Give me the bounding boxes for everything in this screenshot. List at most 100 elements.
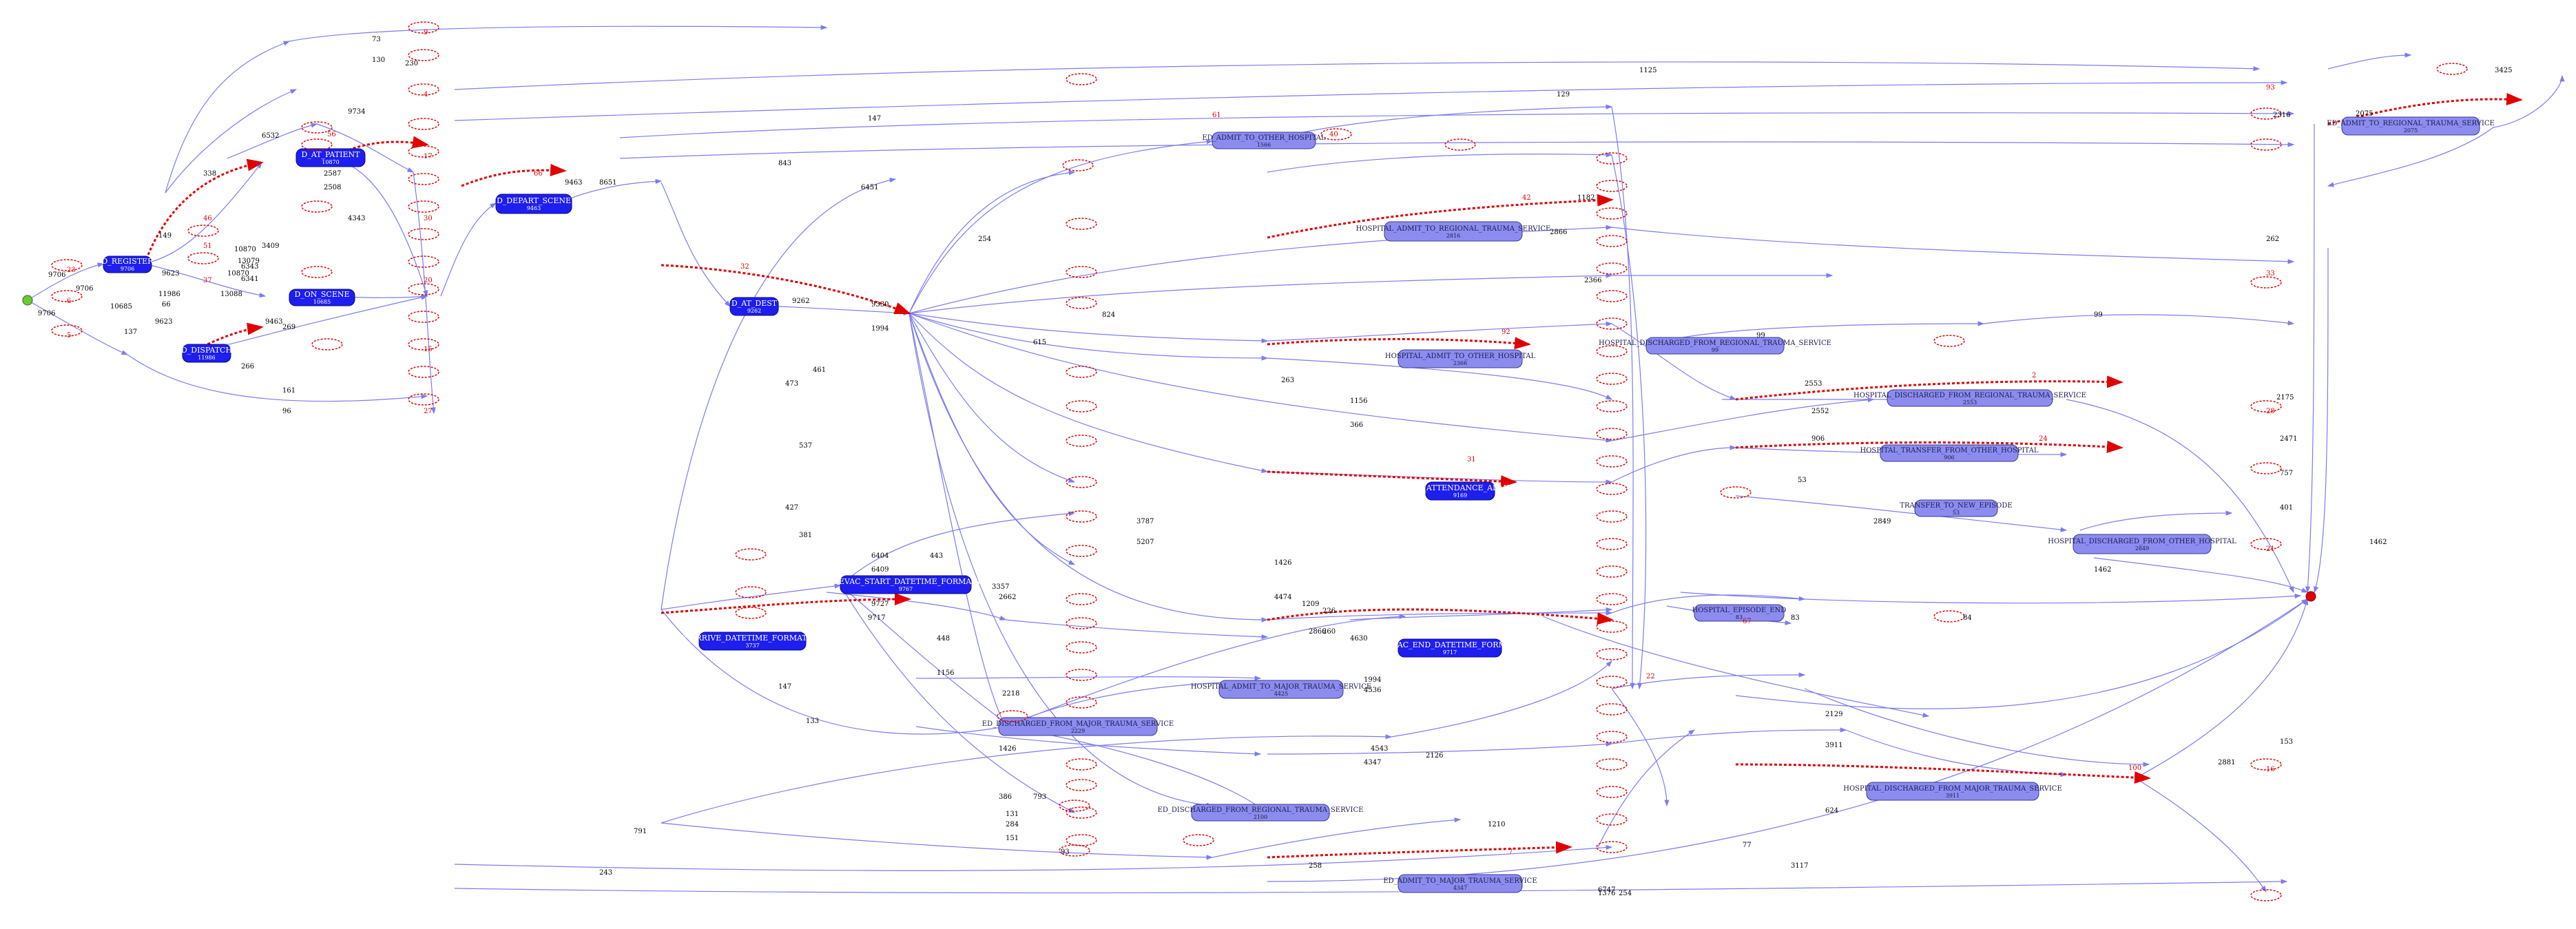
edge-count-label: 2175 (2276, 394, 2294, 401)
edge-count-label: 4347 (1364, 759, 1381, 766)
node-hospital-discharged-from-regional-trauma-service[interactable]: HOSPITAL_DISCHARGED_FROM_REGIONAL_TRAUMA… (1853, 389, 2086, 407)
node-count: 9262 (747, 308, 761, 314)
edge-count-label: 1462 (2094, 566, 2111, 574)
node-label: HOSPITAL_DISCHARGED_FROM_REGIONAL_TRAUMA… (1599, 340, 1831, 347)
self-loop (1062, 159, 1094, 171)
node-box[interactable] (182, 344, 231, 363)
self-loop (1059, 844, 1090, 857)
node-label: D_AT_PATIENT (302, 150, 361, 159)
self-loop (51, 290, 83, 302)
node-box[interactable] (495, 194, 572, 214)
edge-count-label: 66 (162, 301, 171, 309)
node-box[interactable] (1866, 782, 2039, 801)
edge-count-label: 254 (1619, 890, 1632, 897)
node-count: 2229 (1071, 728, 1085, 734)
node-hospital-admit-to-major-trauma-service[interactable]: HOSPITAL_ADMIT_TO_MAJOR_TRAUMA_SERVICE44… (1191, 680, 1371, 699)
self-loop (1720, 486, 1752, 499)
node-box[interactable] (1887, 389, 2053, 407)
self-loop (2250, 276, 2282, 289)
node-box[interactable] (1398, 874, 1523, 893)
node-count: 10685 (313, 299, 331, 305)
node-box[interactable] (289, 289, 355, 306)
node-box[interactable] (1384, 221, 1523, 242)
node-label: ED_ADMIT_TO_REGIONAL_TRAUMA_SERVICE (2327, 120, 2495, 127)
edge-count-label: 2508 (324, 184, 341, 191)
self-loop (2250, 462, 2282, 474)
loop-count-label: 15 (424, 346, 433, 353)
self-loop (1596, 538, 1628, 550)
self-loop (1596, 648, 1628, 660)
node-box[interactable] (729, 297, 779, 316)
node-box[interactable] (840, 575, 972, 594)
node-count: 99 (1712, 347, 1718, 353)
node-box[interactable] (1425, 481, 1495, 501)
edge-count-label: 8651 (599, 179, 616, 187)
self-loop (1066, 758, 1097, 771)
self-loop (408, 49, 439, 61)
node-box[interactable] (998, 717, 1158, 736)
node-hospital-discharged-from-regional-trauma-service[interactable]: HOSPITAL_DISCHARGED_FROM_REGIONAL_TRAUMA… (1599, 337, 1831, 355)
self-loop (408, 83, 439, 96)
node-box[interactable] (1191, 804, 1330, 822)
edge-count-label: 11986 (158, 291, 180, 298)
node-ed-discharged-from-major-trauma-service[interactable]: ED_DISCHARGED_FROM_MAJOR_TRAUMA_SERVICE2… (982, 717, 1174, 736)
node-box[interactable] (1914, 499, 1998, 517)
edge-count-label: 258 (1309, 862, 1322, 870)
node-box[interactable] (1880, 444, 2019, 462)
self-loop (301, 121, 333, 134)
edge-count-label: 2552 (1811, 408, 1829, 415)
edge-count-label: 443 (930, 552, 943, 560)
node-hospital-discharged-from-major-trauma-service[interactable]: HOSPITAL_DISCHARGED_FROM_MAJOR_TRAUMA_SE… (1843, 782, 2062, 801)
node-box[interactable] (103, 255, 152, 273)
edge-count-label: 9262 (792, 298, 809, 305)
edge-count-label: 53 (1798, 477, 1807, 484)
edge-count-label: 1462 (2369, 539, 2387, 546)
loop-count-label: 61 (1212, 112, 1221, 119)
node-box[interactable] (2341, 116, 2480, 136)
edge-count-label: 3357 (992, 583, 1009, 591)
node-hospital-admit-to-regional-trauma-service[interactable]: HOSPITAL_ADMIT_TO_REGIONAL_TRAUMA_SERVIC… (1356, 221, 1551, 242)
edge-count-label: 6343 (241, 263, 258, 271)
node-box[interactable] (1694, 604, 1785, 622)
node-box[interactable] (1218, 680, 1344, 699)
node-label: DISEVAC_END_DATETIME_FORMATTE (1373, 640, 1527, 649)
node-box[interactable] (2073, 534, 2212, 554)
node-box[interactable] (295, 148, 366, 167)
node-count: 9717 (1443, 649, 1457, 656)
node-box[interactable] (1398, 638, 1502, 658)
node-box[interactable] (1645, 337, 1785, 355)
edge-count-label: 4343 (348, 215, 365, 222)
edge-count-label: 93 (1061, 848, 1070, 856)
node-box[interactable] (1398, 349, 1523, 368)
node-ed-discharged-from-regional-trauma-service[interactable]: ED_DISCHARGED_FROM_REGIONAL_TRAUMA_SERVI… (1158, 804, 1364, 822)
self-loop (2250, 107, 2282, 120)
node-hospital-discharged-from-other-hospital[interactable]: HOSPITAL_DISCHARGED_FROM_OTHER_HOSPITAL2… (2048, 534, 2236, 554)
self-loop (408, 366, 439, 378)
node-box[interactable] (698, 631, 807, 651)
self-loop (1596, 786, 1628, 798)
edge-count-label: 9727 (871, 601, 889, 608)
self-loop (735, 586, 767, 598)
edge-count-label: 2553 (1805, 380, 1822, 388)
edge-count-label: 13079 (238, 258, 260, 265)
node-box[interactable] (1212, 132, 1316, 149)
self-loop (1596, 483, 1628, 495)
